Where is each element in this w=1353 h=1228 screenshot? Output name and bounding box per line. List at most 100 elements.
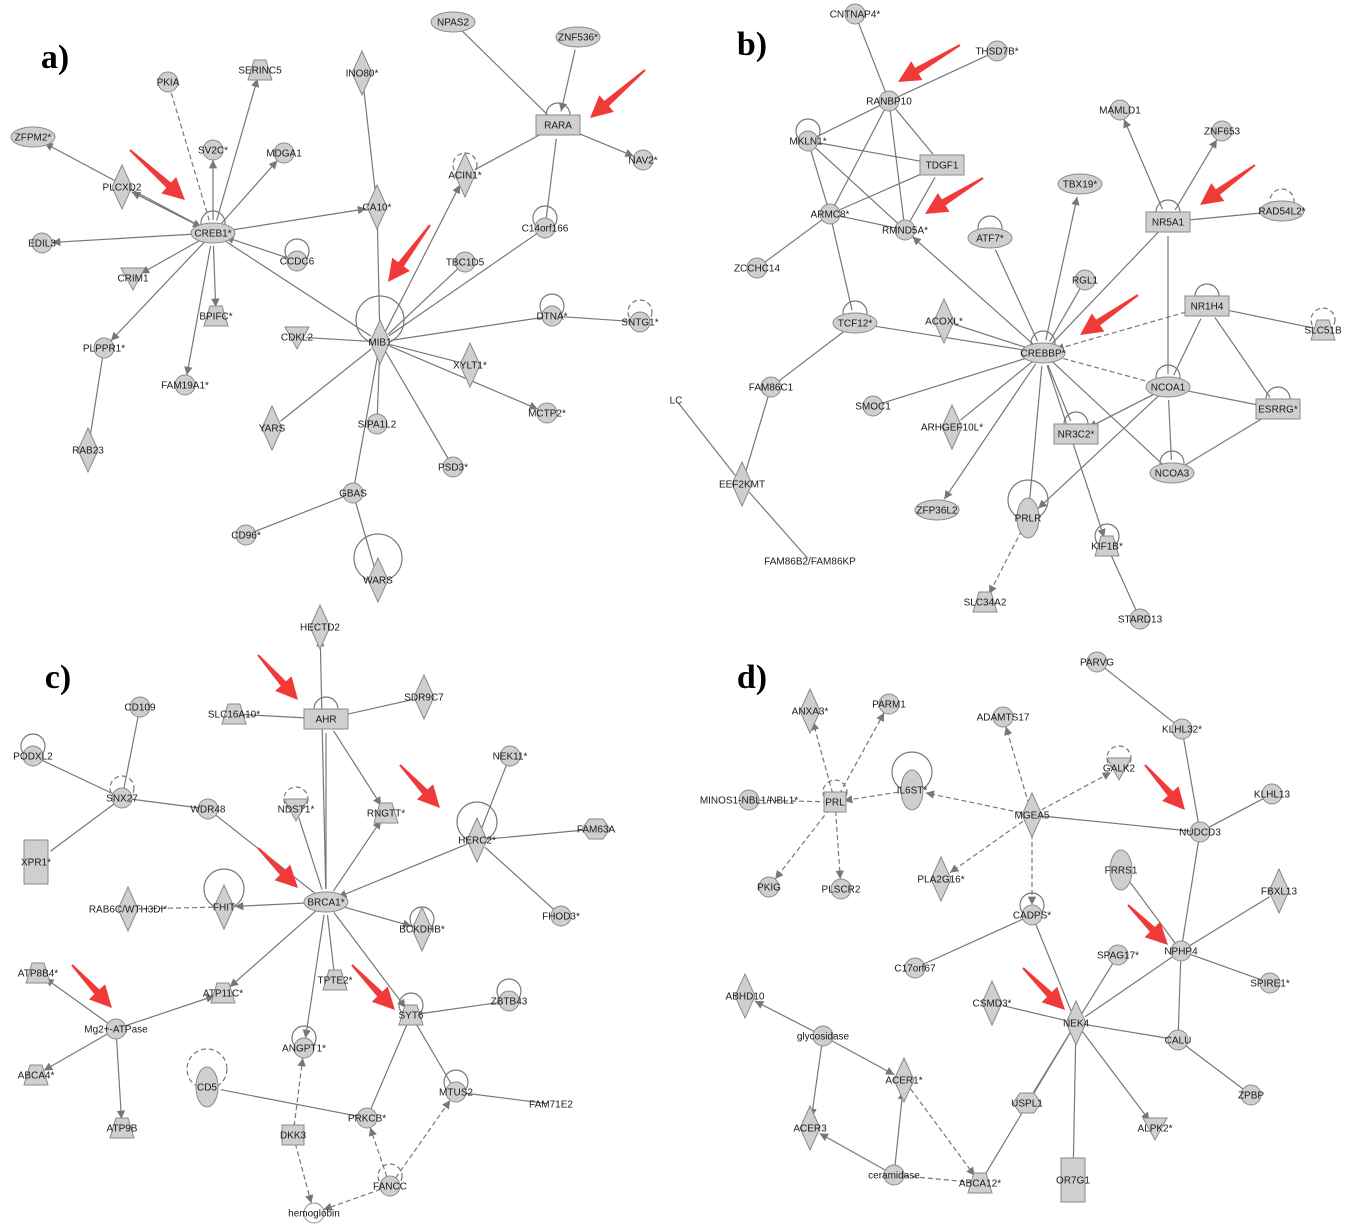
node-podxl2[interactable]: PODXL2 [13, 745, 53, 767]
node-zbtb43[interactable]: ZBTB43 [491, 990, 528, 1012]
node-dkk3[interactable]: DKK3 [280, 1124, 307, 1146]
node-pla2g16[interactable]: PLA2G16* [917, 855, 965, 903]
node-abca4[interactable]: ABCA4* [18, 1064, 55, 1086]
node-tpte2[interactable]: TPTE2* [317, 969, 353, 991]
node-cdkl2[interactable]: CDKL2 [281, 326, 314, 351]
node-nav2[interactable]: NAV2* [628, 149, 658, 171]
node-glycosidase[interactable]: glycosidase [797, 1025, 850, 1047]
node-ino80[interactable]: INO80* [346, 49, 379, 97]
node-prl[interactable]: PRL [823, 791, 847, 813]
node-esrrg[interactable]: ESRRG* [1255, 398, 1301, 420]
node-pkia[interactable]: PKIA [157, 71, 180, 93]
node-thsd7b[interactable]: THSD7B* [975, 40, 1019, 62]
node-hemoglobin[interactable]: hemoglobin [288, 1202, 340, 1224]
node-snx27[interactable]: SNX27 [106, 787, 138, 809]
node-herc2[interactable]: HERC2* [458, 816, 496, 864]
node-uspl1[interactable]: USPL1 [1011, 1092, 1043, 1114]
node-c14orf166[interactable]: C14orf166 [522, 217, 569, 239]
node-gbas[interactable]: GBAS [339, 482, 367, 504]
node-nudcd3[interactable]: NUDCD3 [1179, 821, 1221, 843]
node-prlr[interactable]: PRLR [1015, 497, 1042, 539]
node-cntnap4[interactable]: CNTNAP4* [830, 3, 881, 25]
node-fam86c1[interactable]: FAM86C1 [749, 376, 794, 398]
node-bckdhb[interactable]: BCKDHB* [399, 905, 445, 953]
node-fhod3[interactable]: FHOD3* [542, 905, 580, 927]
node-angpt1[interactable]: ANGPT1* [282, 1037, 326, 1059]
node-rab23[interactable]: RAB23 [72, 426, 104, 474]
node-rgl1[interactable]: RGL1 [1072, 269, 1099, 291]
node-sv2c[interactable]: SV2C* [198, 139, 228, 161]
node-creb1[interactable]: CREB1* [190, 222, 236, 244]
node-mamld1[interactable]: MAMLD1 [1099, 99, 1141, 121]
node-slc34a2[interactable]: SLC34A2 [964, 591, 1007, 613]
node-psd3[interactable]: PSD3* [438, 456, 468, 478]
node-tbx19[interactable]: TBX19* [1057, 173, 1103, 195]
node-stard13[interactable]: STARD13 [1118, 608, 1163, 630]
node-serinc5[interactable]: SERINC5 [238, 59, 282, 81]
node-alpk2[interactable]: ALPK2* [1137, 1117, 1173, 1142]
node-dtna[interactable]: DTNA* [536, 305, 568, 327]
node-calu[interactable]: CALU [1165, 1029, 1192, 1051]
node-nr5a1[interactable]: NR5A1 [1145, 211, 1191, 233]
node-ahr[interactable]: AHR [303, 708, 349, 730]
node-ccdc6[interactable]: CCDC6 [280, 250, 315, 272]
node-frrs1[interactable]: FRRS1 [1105, 849, 1138, 891]
node-c17orf67[interactable]: C17orf67 [894, 957, 936, 979]
node-tdgf1[interactable]: TDGF1 [919, 154, 965, 176]
node-galk2[interactable]: GALK2 [1103, 757, 1136, 782]
node-cd5[interactable]: CD5 [195, 1066, 219, 1108]
node-tcf12[interactable]: TCF12* [832, 312, 878, 334]
node-spag17[interactable]: SPAG17* [1097, 944, 1139, 966]
node-ncoa3[interactable]: NCOA3 [1149, 462, 1195, 484]
node-acer3[interactable]: ACER3 [793, 1104, 827, 1152]
node-syt6[interactable]: SYT6 [398, 1004, 424, 1026]
node-wdr48[interactable]: WDR48 [190, 798, 226, 820]
node-yars[interactable]: YARS [259, 404, 286, 452]
node-mtus2[interactable]: MTUS2 [439, 1081, 473, 1103]
node-armc8[interactable]: ARMC8* [811, 203, 850, 225]
node-klhl32[interactable]: KLHL32* [1162, 718, 1202, 740]
node-mgea5[interactable]: MGEA5 [1014, 791, 1050, 839]
node-fam71e2[interactable]: FAM71E2 [529, 1100, 573, 1111]
node-znf536[interactable]: ZNF536* [555, 26, 601, 48]
node-lc[interactable]: LC [670, 396, 683, 407]
node-xpr1[interactable]: XPR1* [21, 839, 51, 885]
node-cadps[interactable]: CADPS* [1013, 904, 1051, 926]
node-mctp2[interactable]: MCTP2* [528, 402, 566, 424]
node-adamts17[interactable]: ADAMTS17 [977, 706, 1030, 728]
node-slc51b[interactable]: SLC51B [1304, 319, 1342, 341]
node-smoc1[interactable]: SMOC1 [855, 395, 891, 417]
node-acoxl[interactable]: ACOXL* [925, 297, 963, 345]
node-zcchc14[interactable]: ZCCHC14 [734, 257, 781, 279]
node-crebbp[interactable]: CREBBP* [1020, 342, 1066, 364]
node-xylt1[interactable]: XYLT1* [453, 341, 487, 389]
node-npas2[interactable]: NPAS2 [430, 11, 476, 33]
node-plcxd2[interactable]: PLCXD2 [103, 163, 142, 211]
node-atp8b4[interactable]: ATP8B4* [18, 962, 58, 984]
node-nphp4[interactable]: NPHP4 [1164, 940, 1198, 962]
node-ranbp10[interactable]: RANBP10 [866, 90, 912, 112]
node-acer1[interactable]: ACER1* [885, 1056, 923, 1104]
node-tbc1d5[interactable]: TBC1D5 [446, 251, 485, 273]
node-zpbp[interactable]: ZPBP [1238, 1084, 1264, 1106]
node-nek11[interactable]: NEK11* [493, 745, 528, 767]
node-eef2kmt[interactable]: EEF2KMT [719, 460, 765, 508]
node-parm1[interactable]: PARM1 [872, 693, 906, 715]
node-mdga1[interactable]: MDGA1 [266, 142, 302, 164]
node-rara[interactable]: RARA [535, 114, 581, 136]
node-wars[interactable]: WARS [363, 556, 393, 604]
node-nek4[interactable]: NEK4 [1063, 999, 1090, 1047]
node-minos1-nbl1-nbl1[interactable]: MINOS1-NBL1/NBL1* [700, 789, 798, 811]
node-abca12[interactable]: ABCA12* [959, 1172, 1001, 1194]
node-plscr2[interactable]: PLSCR2 [822, 878, 861, 900]
node-nr1h4[interactable]: NR1H4 [1184, 295, 1230, 317]
node-pkig[interactable]: PKIG [757, 876, 781, 898]
node-cd109[interactable]: CD109 [124, 696, 156, 718]
node-parvg[interactable]: PARVG [1080, 651, 1114, 673]
node-rab6c-wth3di[interactable]: RAB6C/WTH3DI* [89, 885, 167, 933]
node-ca10[interactable]: CA10* [363, 183, 392, 231]
node-bpifc[interactable]: BPIFC* [199, 305, 233, 327]
node-arhgef10l[interactable]: ARHGEF10L* [921, 403, 983, 451]
node-fancc[interactable]: FANCC [373, 1175, 407, 1197]
node-ncoa1[interactable]: NCOA1 [1145, 376, 1191, 398]
